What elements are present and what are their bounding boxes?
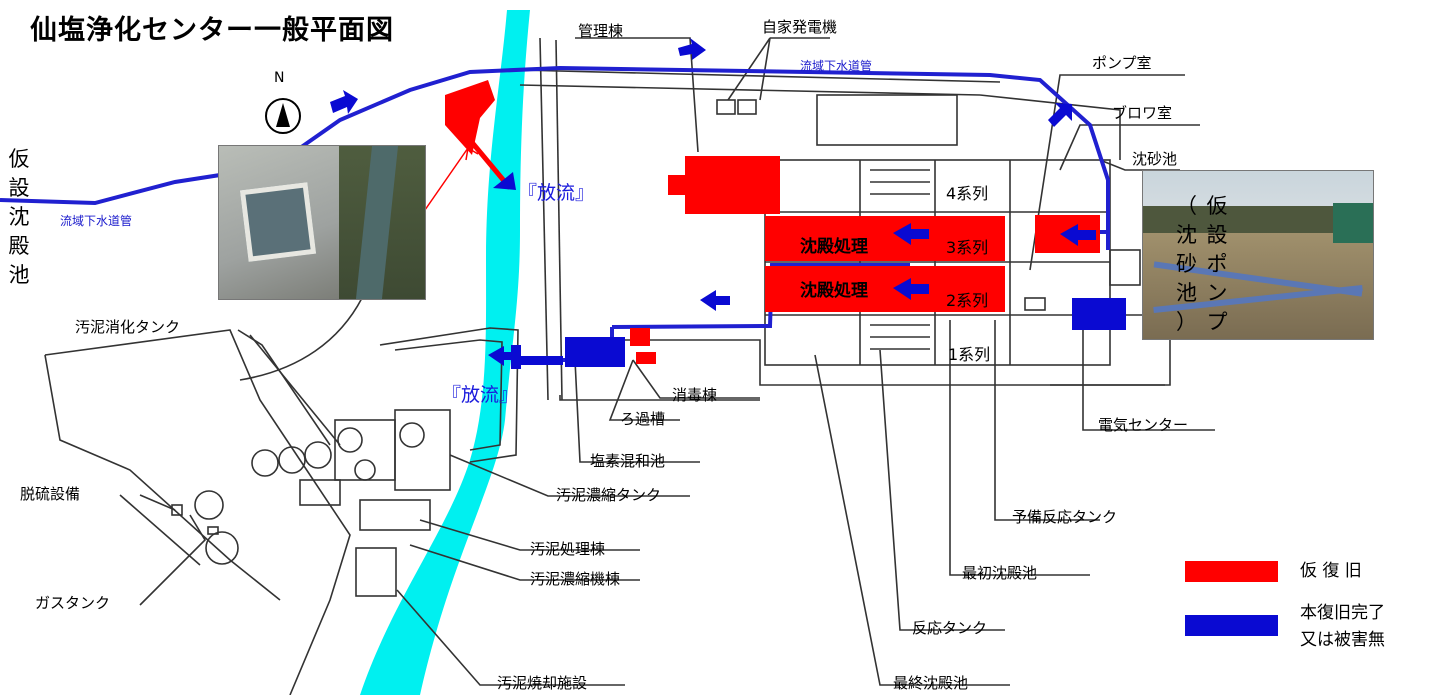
discharge-label-upper: 『放流』 xyxy=(518,182,595,204)
aerial-photo-temporary-pond xyxy=(218,145,426,300)
photo-temporary-pump xyxy=(1142,170,1374,340)
filter-tank-label: ろ過槽 xyxy=(620,410,666,428)
permanent-restored-areas xyxy=(565,298,1126,367)
temporary-pump-label: 仮設ポンプ xyxy=(1206,194,1228,334)
pipe-label-left: 流域下水道管 xyxy=(60,214,133,228)
compass: N xyxy=(262,70,302,136)
primary-sedimentation-label: 最初沈殿池 xyxy=(962,564,1038,582)
temporary-sedimentation-pond-label: 仮設沈殿池 xyxy=(8,147,30,287)
filter-red xyxy=(630,328,650,346)
discharge-outlet-pipe xyxy=(518,356,563,365)
compass-north-label: N xyxy=(274,70,285,86)
diagram-title: 仙塩浄化センター一般平面図 xyxy=(30,15,394,46)
series-4-label: 4系列 xyxy=(946,184,989,203)
legend-label-temporary: 仮 復 旧 xyxy=(1300,561,1362,581)
flow-arrows xyxy=(330,38,1096,366)
pump-room-label: ポンプ室 xyxy=(1092,54,1152,72)
grit-chamber-label: 沈砂池 xyxy=(1132,150,1178,168)
chlorine-mixing-blue xyxy=(565,337,625,367)
sludge-thickening-tank-label: 汚泥濃縮タンク xyxy=(556,486,662,504)
filter-red xyxy=(636,352,656,364)
desulfurization-label: 脱硫設備 xyxy=(20,485,81,503)
discharge-label-lower: 『放流』 xyxy=(442,384,519,406)
sedimentation-treatment-label-3: 沈殿処理 xyxy=(800,237,868,257)
legend-label-permanent: 本復旧完了 xyxy=(1300,603,1385,623)
legend-swatch-temporary xyxy=(1185,561,1278,582)
series-2-red xyxy=(765,266,1005,312)
legend-label-permanent-line2: 又は被害無 xyxy=(1300,630,1385,650)
site-outlines xyxy=(44,37,1215,695)
gas-tank-label: ガスタンク xyxy=(35,594,111,612)
series-1-label: 1系列 xyxy=(948,345,991,364)
spare-reaction-tank-label: 予備反応タンク xyxy=(1012,508,1118,526)
chlorine-mixing-label: 塩素混和池 xyxy=(590,452,666,470)
final-sedimentation-label: 最終沈殿池 xyxy=(893,674,969,692)
sludge-incineration-label: 汚泥焼却施設 xyxy=(497,674,588,692)
admin-building-red xyxy=(685,156,780,214)
temporary-grit-chamber-label: （沈砂池） xyxy=(1176,194,1197,334)
series-2-label: 2系列 xyxy=(946,291,989,310)
sedimentation-treatment-label-2: 沈殿処理 xyxy=(800,281,868,301)
sludge-thickener-building-label: 汚泥濃縮機棟 xyxy=(530,570,621,588)
sludge-treatment-label: 汚泥処理棟 xyxy=(530,540,606,558)
pipe-label-upper: 流域下水道管 xyxy=(800,59,873,73)
admin-building-label: 管理棟 xyxy=(578,22,624,40)
legend-swatch-permanent xyxy=(1185,615,1278,636)
series-3-red xyxy=(765,216,1005,261)
temporary-pond-pump xyxy=(445,80,495,155)
disinfection-building-label: 消毒棟 xyxy=(672,386,718,404)
electric-center-label: 電気センター xyxy=(1098,416,1189,434)
legend: 仮 復 旧 本復旧完了 又は被害無 xyxy=(1185,556,1435,695)
generator-label: 自家発電機 xyxy=(762,18,838,36)
admin-building-red xyxy=(668,175,690,195)
reaction-tank-label: 反応タンク xyxy=(912,619,988,637)
temporary-restoration-areas xyxy=(445,80,1100,364)
sludge-digestion-label: 汚泥消化タンク xyxy=(75,318,181,336)
blower-room-label: ブロワ室 xyxy=(1112,104,1173,122)
electric-center-blue xyxy=(1072,298,1126,330)
series-3-label: 3系列 xyxy=(946,238,989,257)
compass-icon xyxy=(265,98,301,134)
